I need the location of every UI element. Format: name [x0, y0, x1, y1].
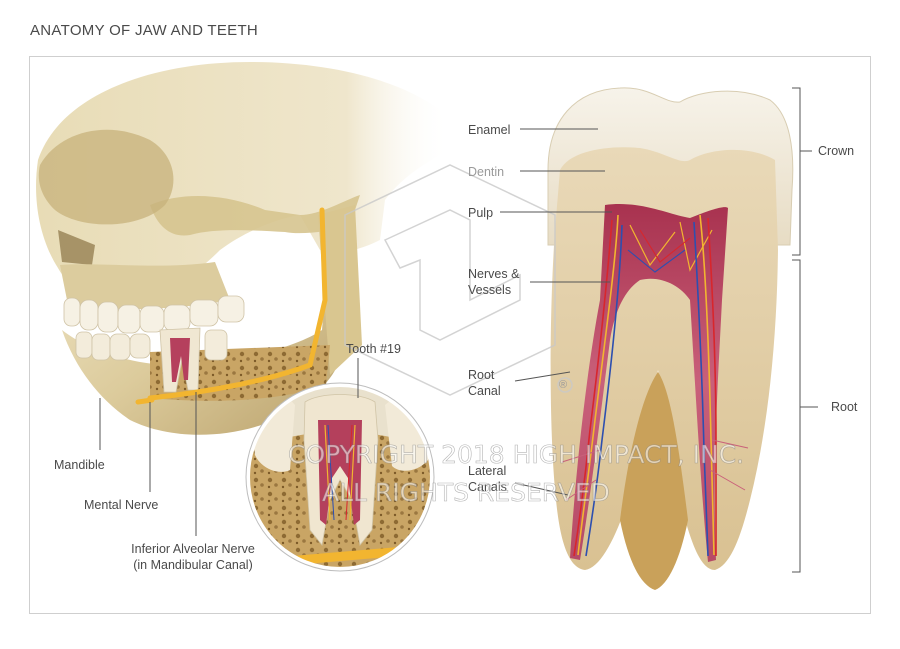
label-enamel: Enamel [468, 123, 511, 137]
watermark-registered-mark: ® [559, 379, 568, 391]
label-root-canal-line1: Root [468, 368, 495, 382]
skull-illustration [36, 62, 450, 435]
label-inferior-alveolar-line2: (in Mandibular Canal) [133, 558, 253, 572]
leader-lines [99, 87, 818, 573]
label-nerves-vessels-line1: Nerves & [468, 267, 520, 281]
label-pulp: Pulp [468, 206, 494, 220]
label-mandible: Mandible [54, 458, 105, 472]
page-title: ANATOMY OF JAW AND TEETH [30, 22, 259, 39]
watermark-rights-line: ALL RIGHTS RESERVED [322, 478, 610, 508]
label-mental-nerve: Mental Nerve [84, 498, 159, 512]
molar-cross-section [547, 87, 794, 590]
label-root: Root [831, 400, 858, 414]
label-inferior-alveolar-line1: Inferior Alveolar Nerve [131, 542, 255, 556]
illustration-frame [29, 56, 871, 614]
label-root-canal-line2: Canal [468, 384, 501, 398]
label-crown: Crown [818, 144, 855, 158]
tooth-19-inset [245, 382, 435, 572]
watermark-logo [344, 164, 573, 396]
label-tooth-19: Tooth #19 [346, 342, 401, 356]
label-nerves-vessels-line2: Vessels [468, 283, 512, 297]
watermark-copyright-line: COPYRIGHT 2018 HIGH IMPACT, INC. [288, 440, 745, 470]
label-dentin: Dentin [468, 165, 505, 179]
label-lateral-canals-line2: Canals [468, 480, 507, 494]
label-lateral-canals-line1: Lateral [468, 464, 507, 478]
